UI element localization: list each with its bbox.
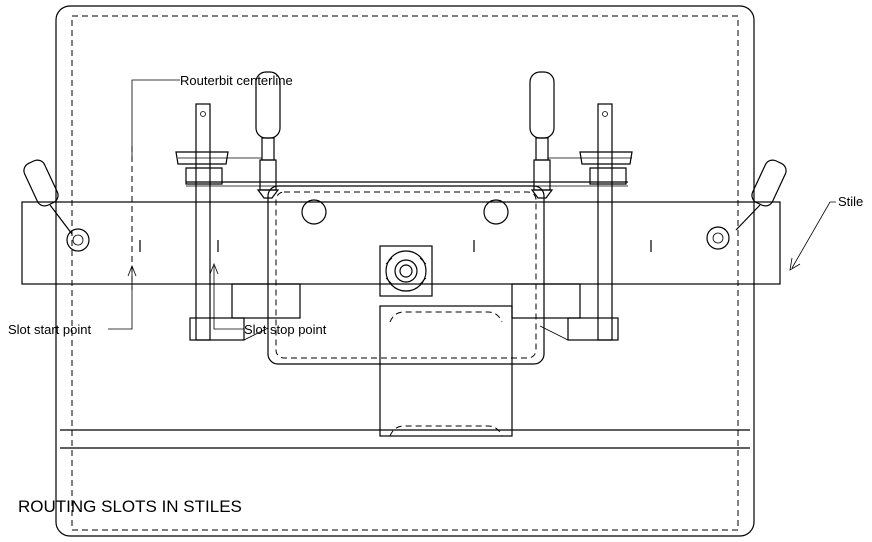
handle-right-neck <box>535 137 549 161</box>
toggle-clamp-right-head <box>579 151 633 165</box>
clamp-post-left <box>195 103 211 341</box>
router-bit-outer <box>385 250 427 292</box>
router-plate-hidden-top <box>389 311 503 323</box>
centerline-leader <box>131 79 180 156</box>
handle-left-foot <box>256 189 280 199</box>
handle-right-grip <box>529 71 555 139</box>
support-block-left <box>231 283 301 319</box>
label-routerbit-centerline: Routerbit centerline <box>180 73 293 88</box>
carriage-hidden-outline <box>275 191 537 359</box>
toggle-clamp-left-head <box>175 151 229 165</box>
router-plate-hidden-bottom <box>389 425 503 437</box>
stile-arrow <box>789 257 801 271</box>
stile-leader <box>791 201 836 269</box>
base-board-hidden-edge <box>71 15 739 531</box>
router-bit-core <box>399 264 413 278</box>
hole-left <box>301 199 327 225</box>
hole-right <box>483 199 509 225</box>
label-stile: Stile <box>838 194 863 209</box>
handle-right-foot <box>530 189 554 199</box>
handle-left-neck <box>261 137 275 161</box>
router-housing <box>379 245 433 297</box>
carriage-outline <box>267 185 545 365</box>
clamp-post-right <box>597 103 613 341</box>
clamp-post-right-pin <box>602 111 608 117</box>
support-block-right <box>511 283 581 319</box>
drawing-title: ROUTING SLOTS IN STILES <box>18 497 242 516</box>
slot-start-leader <box>108 270 133 330</box>
slot-stop-leader <box>213 266 244 330</box>
base-board <box>55 5 755 537</box>
router-bit-collet <box>394 259 418 283</box>
clamp-post-left-pin <box>200 111 206 117</box>
label-slot-stop-point: Slot stop point <box>244 322 327 337</box>
stile-workpiece <box>21 201 781 285</box>
stop-block-right-bevel <box>539 325 569 341</box>
hold-down-clamp-left <box>23 159 90 252</box>
hold-down-clamp-right <box>706 159 787 250</box>
stop-block-left-bevel <box>243 327 269 341</box>
label-slot-start-point: Slot start point <box>8 322 91 337</box>
handle-left-stem <box>259 159 277 191</box>
router-rotation-arrows <box>385 257 427 285</box>
slot-stop-arrow <box>209 262 219 275</box>
stop-block-right <box>567 317 619 341</box>
router-plate <box>379 305 513 437</box>
toggle-clamp-left-base <box>185 167 223 185</box>
handle-right-stem <box>533 159 551 191</box>
toggle-clamp-right-base <box>589 167 627 185</box>
slot-start-arrow <box>127 264 137 277</box>
